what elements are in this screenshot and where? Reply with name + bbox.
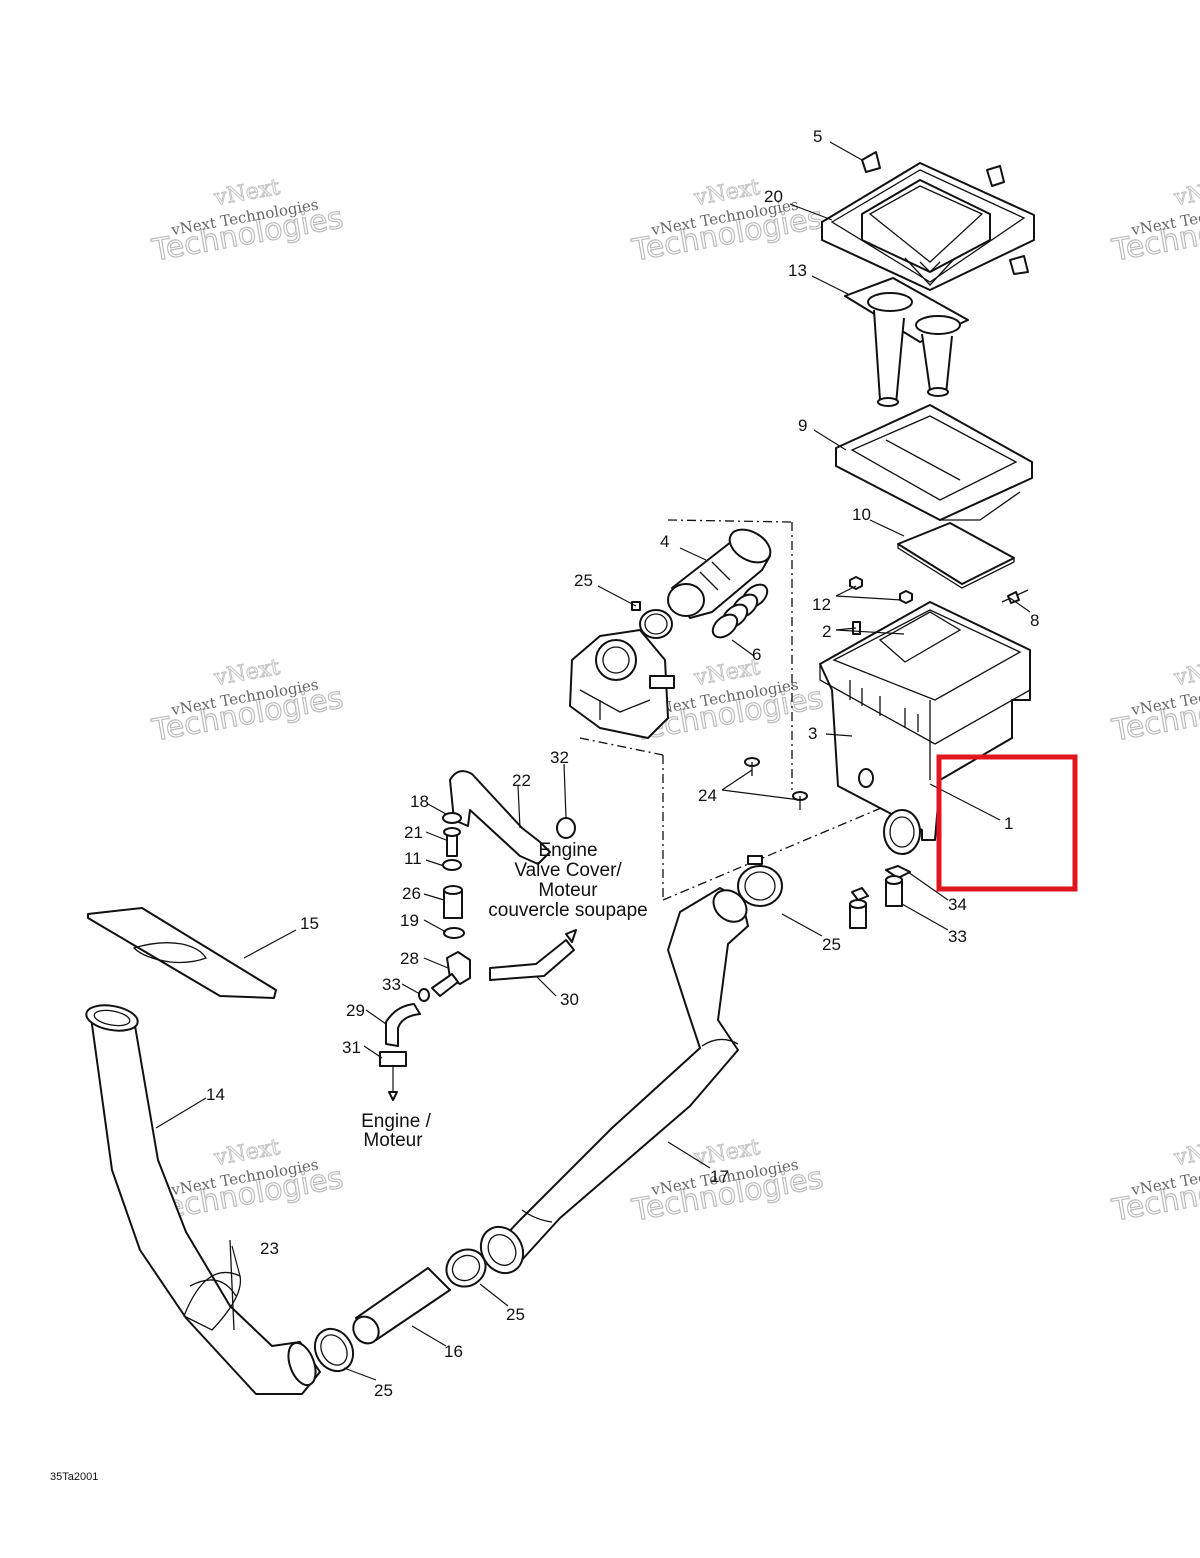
part-23-tie[interactable] — [183, 1245, 242, 1331]
label-part-21: 21 — [404, 823, 423, 842]
watermark: vNext Technologies vNext Technologies — [1108, 174, 1200, 269]
label-part-24: 24 — [698, 786, 717, 805]
part-18-clamp[interactable] — [442, 812, 462, 824]
part-10-filter-pad[interactable] — [897, 522, 1015, 589]
watermark: vNext Technologies vNext Technologies — [148, 654, 346, 749]
part-4-boot[interactable] — [667, 523, 776, 619]
part-number-labels: 1 2 3 4 5 6 8 9 10 11 12 13 14 15 16 17 … — [206, 127, 1039, 1400]
throttle-body — [569, 629, 675, 739]
label-part-22: 22 — [512, 771, 531, 790]
part-5-clip — [986, 165, 1005, 187]
label-part-1: 1 — [1004, 814, 1013, 833]
part-33-hose[interactable] — [885, 875, 903, 907]
label-part-9: 9 — [798, 416, 807, 435]
label-part-33-a: 33 — [382, 975, 401, 994]
part-33-clamp[interactable] — [418, 988, 430, 1002]
label-part-19: 19 — [400, 911, 419, 930]
part-5-clip — [861, 151, 881, 173]
label-part-26: 26 — [402, 884, 421, 903]
part-31-fitting[interactable] — [379, 1051, 407, 1101]
watermark: vNext Technologies vNext Technologies — [1108, 1134, 1200, 1229]
note-line: Moteur — [538, 880, 598, 901]
part-12-nuts[interactable] — [849, 576, 913, 604]
part-14-duct[interactable] — [84, 1002, 321, 1395]
part-9-filter-frame[interactable] — [835, 404, 1033, 521]
label-part-18: 18 — [410, 792, 429, 811]
label-part-16: 16 — [444, 1342, 463, 1361]
part-19-clamp[interactable] — [443, 927, 465, 939]
watermark: vNext Technologies vNext Technologies — [1108, 654, 1200, 749]
part-20-cover[interactable] — [821, 151, 1035, 291]
label-part-25-a: 25 — [574, 571, 593, 590]
label-part-4: 4 — [660, 532, 669, 551]
part-13-silencer[interactable] — [844, 277, 969, 407]
leader-lines — [155, 141, 1031, 1381]
watermark-text: vNext — [1172, 655, 1200, 691]
note-line: Engine — [538, 840, 597, 861]
label-part-25-d: 25 — [374, 1381, 393, 1400]
label-part-20: 20 — [764, 187, 783, 206]
label-part-32: 32 — [550, 748, 569, 767]
part-3-air-box[interactable] — [819, 601, 1031, 855]
part-25-clamp[interactable] — [737, 855, 783, 907]
part-33-hose[interactable] — [849, 887, 869, 929]
label-part-25-b: 25 — [822, 935, 841, 954]
watermark: vNext Technologies vNext Technologies — [148, 174, 346, 269]
part-17-duct[interactable] — [473, 884, 753, 1281]
part-15-plate[interactable] — [87, 907, 277, 999]
watermark-text: vNext — [1172, 175, 1200, 211]
label-part-11: 11 — [404, 849, 422, 868]
watermark-group: vNext Technologies vNext Technologies vN… — [148, 174, 1200, 1229]
part-21-valve[interactable] — [443, 827, 461, 857]
label-part-28: 28 — [400, 949, 419, 968]
note-line: couvercle soupape — [488, 900, 648, 921]
label-part-17: 17 — [710, 1167, 729, 1186]
part-25-clamp[interactable] — [307, 1322, 360, 1378]
part-22-hose[interactable] — [449, 770, 551, 865]
part-24-screws[interactable] — [744, 757, 808, 810]
label-part-33-b: 33 — [948, 927, 967, 946]
figure-code: 35Ta2001 — [50, 1471, 98, 1483]
note-valve-cover: Engine Valve Cover/ Moteur couvercle sou… — [488, 840, 648, 921]
label-part-6: 6 — [752, 645, 761, 664]
label-part-3: 3 — [808, 724, 817, 743]
label-part-23: 23 — [260, 1239, 279, 1258]
part-5-clip — [1009, 255, 1029, 275]
part-8-pin[interactable] — [1001, 589, 1029, 604]
label-part-13: 13 — [788, 261, 807, 280]
label-part-30: 30 — [560, 990, 579, 1009]
part-30-hose[interactable] — [489, 929, 577, 981]
note-line: Engine / — [361, 1111, 431, 1132]
part-29-hose[interactable] — [385, 1003, 421, 1047]
label-part-31: 31 — [342, 1038, 361, 1057]
highlight-box-part-1 — [936, 754, 1078, 892]
part-11-clamp[interactable] — [442, 859, 462, 871]
watermark: vNext Technologies vNext Technologies — [628, 174, 826, 269]
label-part-15: 15 — [300, 914, 319, 933]
label-part-8: 8 — [1030, 611, 1039, 630]
label-part-14: 14 — [206, 1085, 225, 1104]
watermark-text: vNext — [1172, 1135, 1200, 1171]
part-28-tee[interactable] — [431, 951, 471, 997]
note-line: Valve Cover/ — [514, 860, 622, 881]
part-6-spring[interactable] — [708, 580, 771, 642]
label-part-12: 12 — [812, 595, 831, 614]
assembly-center-lines — [579, 519, 901, 901]
part-26-hose[interactable] — [443, 885, 463, 919]
label-part-5: 5 — [813, 127, 822, 146]
label-part-10: 10 — [852, 505, 871, 524]
part-32-clamp[interactable] — [556, 817, 576, 839]
label-part-29: 29 — [346, 1001, 365, 1020]
label-part-25-c: 25 — [506, 1305, 525, 1324]
label-part-2: 2 — [822, 622, 831, 641]
note-line: Moteur — [363, 1130, 423, 1151]
note-engine: Engine / Moteur — [361, 1111, 431, 1151]
label-part-34: 34 — [948, 895, 967, 914]
part-16-tube[interactable] — [348, 1267, 451, 1348]
